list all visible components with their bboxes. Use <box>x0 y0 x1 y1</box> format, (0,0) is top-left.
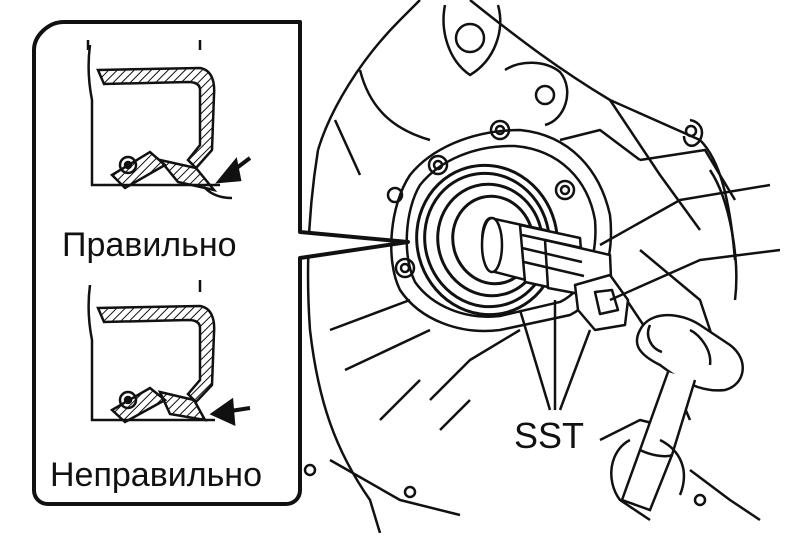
sst-pointer-lines <box>518 300 592 411</box>
detail-correct <box>86 40 252 200</box>
detail-incorrect <box>87 280 251 427</box>
oil-seal <box>415 163 559 317</box>
label-correct: Правильно <box>62 226 237 264</box>
label-sst: SST <box>514 415 585 456</box>
label-incorrect: Неправильно <box>50 456 262 494</box>
hammer <box>620 313 744 512</box>
callout-box <box>32 20 410 506</box>
sst-tool <box>480 183 781 332</box>
hand <box>610 438 686 522</box>
